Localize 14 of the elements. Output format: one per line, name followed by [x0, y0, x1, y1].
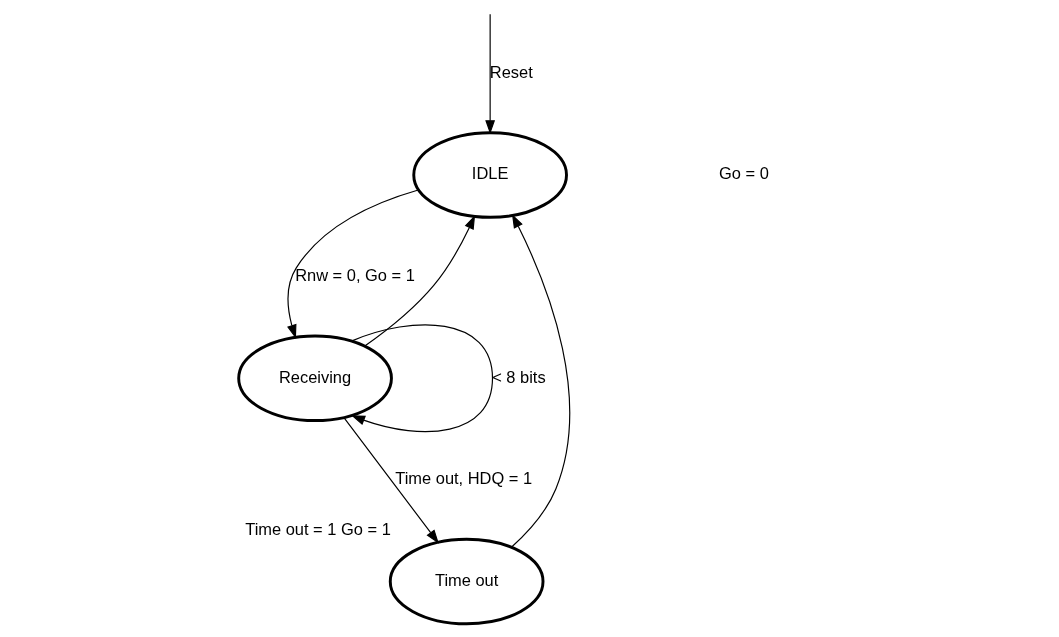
edge-label: Rnw = 0, Go = 1	[295, 265, 415, 284]
arrow	[343, 417, 439, 544]
arrow	[287, 189, 419, 339]
node-ellipse: Time out	[388, 537, 545, 626]
arrow	[485, 13, 496, 135]
edge-label: Reset	[489, 62, 533, 81]
label: Go = 0	[719, 164, 769, 183]
node-ellipse: IDLE	[412, 131, 568, 219]
edge-label: < 8 bits	[492, 367, 546, 386]
arrow	[351, 324, 494, 433]
node-label: Time out = 1 Go = 1	[245, 519, 391, 538]
arrow	[511, 213, 571, 548]
edge-label: Time out, HDQ = 1	[395, 469, 533, 488]
arrow	[364, 215, 476, 347]
